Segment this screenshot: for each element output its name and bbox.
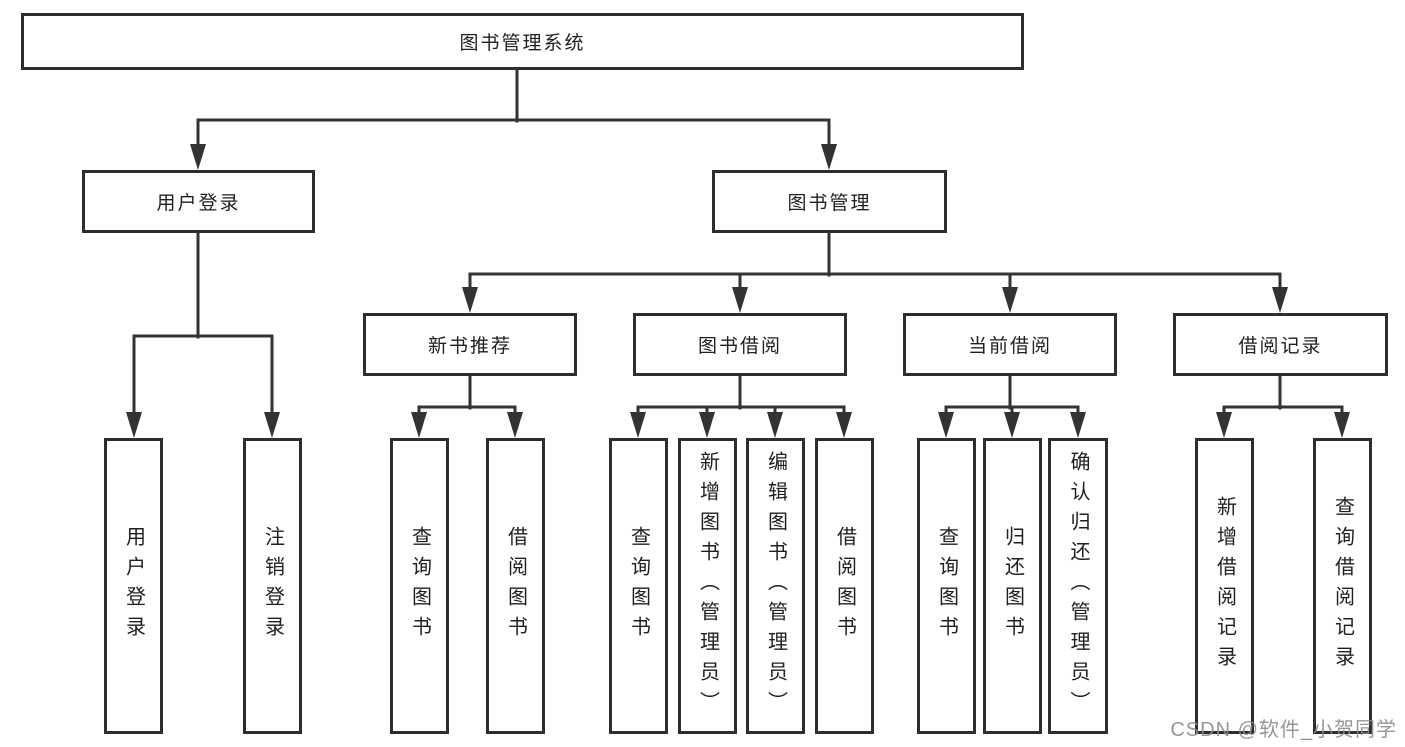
node-user-login: 用户登录 [82, 170, 315, 233]
node-label: 图书管理系统 [459, 33, 586, 54]
node-label: 图书借阅 [697, 336, 782, 357]
leaf-label: 注销登录 [261, 526, 284, 646]
leaf-label: 查询图书 [627, 526, 650, 646]
leaf-edit-books-admin: 编辑图书（管理员） [746, 438, 805, 734]
leaf-query-books-current: 查询图书 [917, 438, 976, 734]
leaf-borrow-books: 借阅图书 [815, 438, 874, 734]
node-label: 新书推荐 [427, 336, 512, 357]
leaf-borrow-books-recommend: 借阅图书 [486, 438, 545, 734]
leaf-add-books-admin: 新增图书（管理员） [678, 438, 737, 734]
leaf-label: 查询图书 [408, 526, 431, 646]
leaf-confirm-return-admin: 确认归还（管理员） [1048, 438, 1108, 734]
node-label: 用户登录 [156, 193, 241, 214]
node-label: 借阅记录 [1238, 336, 1323, 357]
node-current-borrowing: 当前借阅 [903, 313, 1117, 376]
node-label: 当前借阅 [967, 336, 1052, 357]
leaf-label: 借阅图书 [504, 526, 527, 646]
watermark: CSDN @软件_小贺同学 [1170, 719, 1397, 741]
node-book-management: 图书管理 [712, 170, 947, 233]
leaf-label: 确认归还（管理员） [1067, 451, 1089, 721]
leaf-query-borrow-record: 查询借阅记录 [1313, 438, 1372, 734]
leaf-label: 查询借阅记录 [1331, 496, 1354, 676]
leaf-label: 归还图书 [1001, 526, 1024, 646]
leaf-user-login: 用户登录 [104, 438, 163, 734]
leaf-query-books-borrowing: 查询图书 [609, 438, 668, 734]
leaf-add-borrow-record: 新增借阅记录 [1195, 438, 1254, 734]
node-library-system: 图书管理系统 [21, 13, 1024, 70]
leaf-label: 新增图书（管理员） [696, 451, 719, 721]
node-borrowing-records: 借阅记录 [1173, 313, 1388, 376]
leaf-label: 查询图书 [935, 526, 958, 646]
leaf-return-books: 归还图书 [983, 438, 1042, 734]
leaf-label: 新增借阅记录 [1213, 496, 1236, 676]
leaf-label: 编辑图书（管理员） [764, 451, 787, 721]
leaf-label: 用户登录 [122, 526, 145, 646]
leaf-query-books-recommend: 查询图书 [390, 438, 449, 734]
node-book-borrowing: 图书借阅 [633, 313, 847, 376]
node-new-book-recommend: 新书推荐 [363, 313, 577, 376]
node-label: 图书管理 [787, 193, 872, 214]
leaf-logout: 注销登录 [243, 438, 302, 734]
leaf-label: 借阅图书 [833, 526, 856, 646]
